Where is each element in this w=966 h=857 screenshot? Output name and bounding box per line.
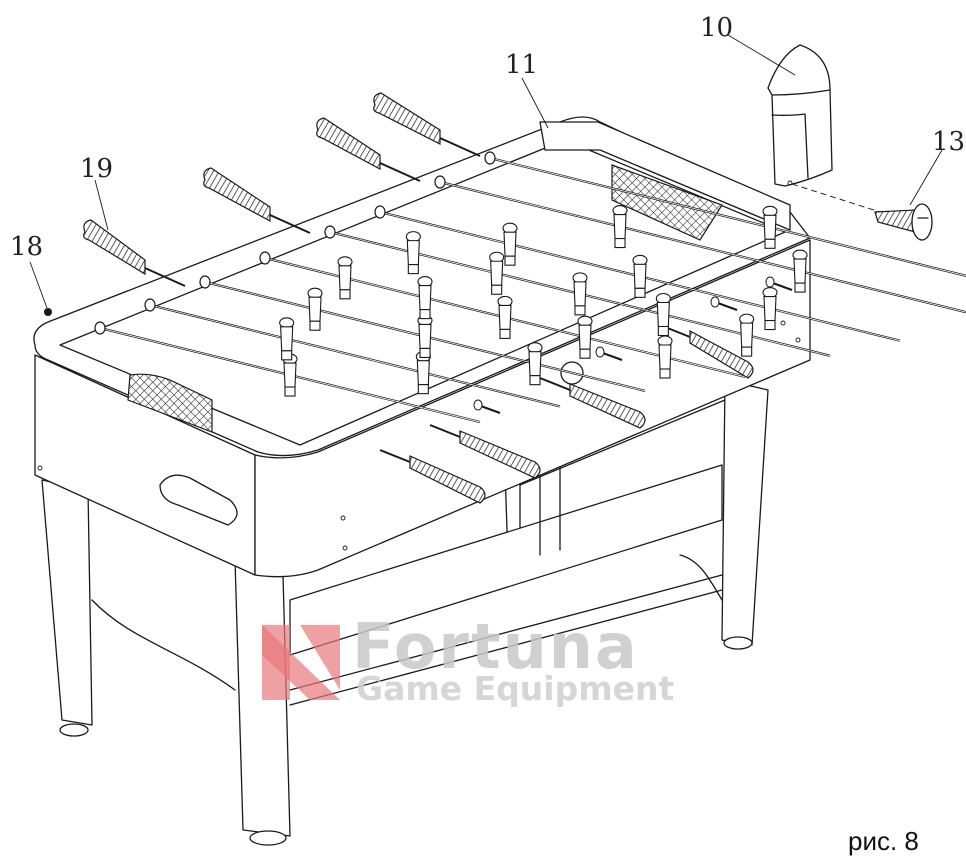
rod-handle — [373, 92, 441, 145]
figure-caption: рис. 8 — [848, 826, 919, 856]
handle-shaft — [439, 137, 481, 157]
leader-lines — [29, 34, 943, 309]
player-figure-foot — [614, 238, 626, 249]
handle-shaft — [379, 162, 421, 182]
player-figure-body — [656, 301, 670, 328]
player-figure-foot — [419, 347, 431, 359]
player-figure-body — [633, 263, 647, 289]
player-figure-foot — [499, 328, 511, 339]
rod-handle — [83, 219, 146, 276]
rod-handle — [203, 167, 271, 223]
player-figure-body — [490, 260, 504, 286]
rod-bearing — [94, 321, 106, 335]
player-figure-body — [528, 351, 542, 377]
rod-stub-end — [473, 399, 483, 411]
player-figure-foot — [574, 305, 586, 316]
rod-bearing — [434, 175, 446, 189]
rod-bearing — [324, 225, 336, 239]
player-rod-highlight — [149, 304, 561, 407]
rod-bearing — [199, 275, 211, 289]
rod-handle — [569, 383, 646, 429]
rod-bearing — [374, 205, 386, 219]
callout-13: 13 — [932, 127, 965, 157]
player-figure-foot — [794, 282, 806, 293]
rod-bearing — [484, 151, 496, 165]
player-figure-foot — [764, 319, 776, 331]
handle-shaft — [539, 377, 571, 391]
player-figure-body — [498, 304, 512, 330]
player-figure-body — [740, 322, 754, 348]
player-figure-body — [416, 360, 430, 386]
player-figure-foot — [309, 320, 321, 331]
player-figure-body — [793, 258, 807, 284]
player-figure-foot — [657, 325, 669, 337]
player-figure-body — [613, 214, 627, 240]
player-figure-foot — [659, 368, 671, 379]
player-figure-foot — [339, 289, 351, 300]
rod-end-part — [44, 308, 52, 316]
rod-handle — [316, 117, 381, 171]
corner-guard-part — [767, 44, 881, 213]
fortuna-watermark: Fortuna Game Equipment — [262, 610, 674, 708]
rod-handle — [689, 329, 754, 379]
rod-stub-end — [765, 276, 775, 288]
player-figure-foot — [417, 384, 429, 395]
player-figure-body — [763, 214, 777, 240]
player-figure-foot — [634, 287, 646, 298]
player-figure-foot — [284, 386, 296, 397]
handle-shaft — [379, 449, 411, 463]
watermark-brand: Fortuna — [352, 610, 639, 683]
handle-shaft — [269, 214, 311, 234]
player-figure-body — [503, 231, 517, 257]
player-figure-body — [406, 240, 420, 266]
player-figures — [279, 205, 808, 397]
callout-19: 19 — [80, 154, 113, 184]
rod-stub-end — [710, 296, 720, 308]
player-figure-foot — [504, 255, 516, 266]
player-figure-foot — [419, 309, 431, 320]
player-figure-body — [280, 326, 294, 352]
player-figure-body — [573, 281, 587, 307]
player-figure-foot — [407, 264, 419, 275]
callout-11: 11 — [505, 50, 538, 80]
player-figure-body — [418, 323, 432, 349]
rod-bearing — [144, 298, 156, 312]
player-figure-body — [418, 285, 432, 311]
handle-shaft — [429, 424, 461, 438]
player-figure-foot — [741, 346, 753, 357]
under-frame — [91, 399, 726, 706]
player-figure-body — [763, 295, 777, 322]
player-figure-foot — [491, 284, 503, 295]
screw-part — [874, 203, 933, 241]
player-figure-body — [283, 362, 297, 388]
player-rod-highlight — [439, 181, 966, 313]
player-figure-body — [658, 344, 672, 370]
rod-bearing — [259, 251, 271, 265]
callout-labels: 10 11 13 18 19 — [10, 13, 965, 262]
rod-stub-end — [595, 346, 605, 358]
player-figure-body — [308, 296, 322, 322]
player-figure-foot — [529, 375, 541, 386]
rod-handle — [409, 455, 486, 504]
player-figure-body — [338, 265, 352, 291]
handle-shaft — [144, 267, 186, 287]
player-figure-foot — [281, 350, 293, 361]
player-figure-foot — [579, 348, 591, 359]
rod-handles — [83, 92, 793, 504]
fortuna-logo-icon — [262, 625, 340, 700]
callout-10: 10 — [700, 13, 733, 43]
player-figure-body — [578, 324, 592, 350]
callout-18: 18 — [10, 232, 43, 262]
player-figure-foot — [764, 238, 776, 249]
rod-handle — [459, 430, 541, 479]
watermark-tagline: Game Equipment — [356, 669, 674, 708]
